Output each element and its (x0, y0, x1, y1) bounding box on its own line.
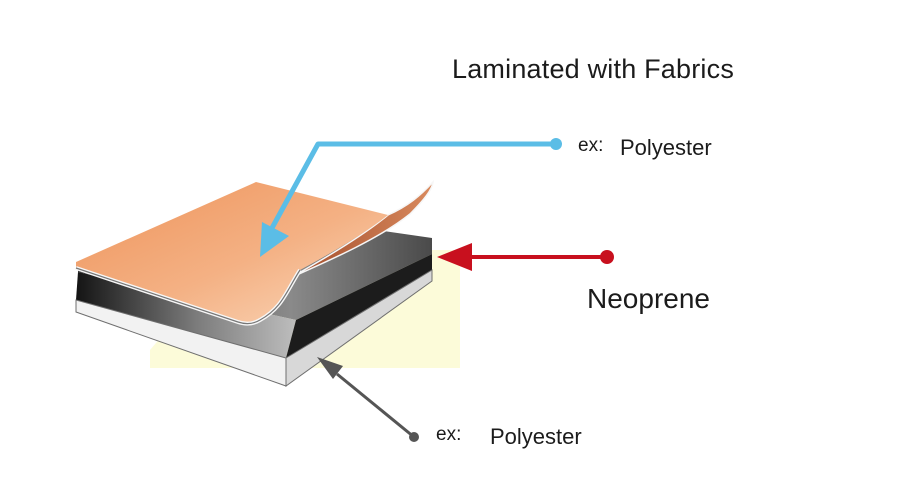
top-pointer-dot (550, 138, 562, 150)
top-fabric-layer (75, 179, 435, 326)
arrow-icon (437, 243, 472, 271)
top-fabric-label: Polyester (620, 135, 712, 160)
bottom-fabric-pointer (317, 357, 419, 442)
bottom-fabric-label: Polyester (490, 424, 582, 449)
arrow-icon (260, 222, 289, 257)
top-fabric-pointer (260, 138, 562, 257)
neoprene-label: Neoprene (587, 283, 710, 314)
diagram-title: Laminated with Fabrics (452, 54, 735, 84)
bottom-fabric-layer (75, 269, 433, 387)
core-pointer-dot (600, 250, 614, 264)
neoprene-pointer (437, 243, 614, 271)
bottom-pointer-dot (409, 432, 419, 442)
top-fabric-prefix: ex: (578, 135, 604, 156)
bottom-fabric-prefix: ex: (436, 424, 462, 445)
arrow-icon (317, 357, 343, 379)
